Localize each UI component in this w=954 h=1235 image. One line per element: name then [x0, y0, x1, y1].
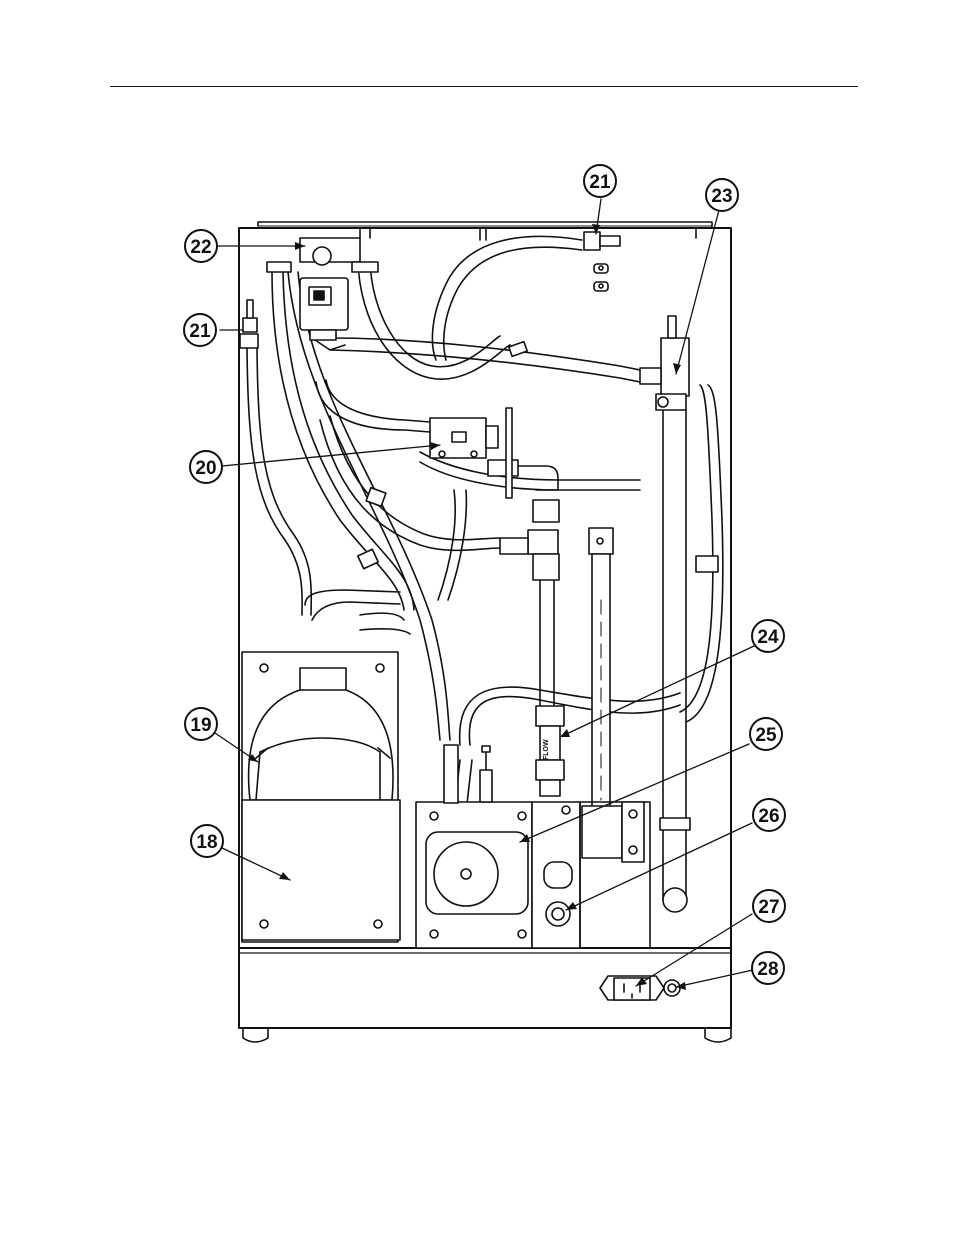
callout-26: 26: [753, 799, 785, 831]
flow-meter-bracket: [589, 528, 613, 810]
callout-27-label: 27: [758, 897, 779, 918]
callout-26-label: 26: [758, 806, 779, 827]
callout-20: 20: [190, 451, 222, 483]
reservoir-18: [242, 800, 400, 940]
callout-18: 18: [191, 825, 223, 857]
tee-fitting: [500, 500, 559, 580]
callout-24-label: 24: [757, 627, 779, 648]
callout-19-label: 19: [190, 715, 211, 736]
callout-22-label: 22: [190, 237, 211, 258]
manifold-23: [640, 316, 689, 410]
flow-label: FLOW: [543, 739, 550, 760]
fitting-21-top: [584, 232, 620, 291]
callout-25-label: 25: [755, 725, 777, 746]
flow-indicator-24: FLOW: [536, 706, 564, 796]
right-foot: [705, 1028, 731, 1042]
callout-21-top: 21: [584, 165, 616, 197]
valve-20: [430, 408, 558, 498]
callout-21-left: 21: [184, 314, 216, 346]
power-inlet-27: [600, 976, 664, 1000]
callout-22: 22: [185, 230, 217, 262]
callout-23-label: 23: [711, 186, 732, 207]
callout-28-label: 28: [757, 959, 778, 980]
left-foot: [243, 1028, 268, 1042]
callout-21-left-label: 21: [189, 321, 211, 342]
callout-27: 27: [753, 890, 785, 922]
callout-21-top-label: 21: [589, 172, 611, 193]
callout-18-label: 18: [196, 832, 217, 853]
callout-19: 19: [185, 708, 217, 740]
center-panel: [532, 802, 650, 948]
callout-28: 28: [752, 952, 784, 984]
switch-28: [664, 980, 680, 996]
callout-24: 24: [752, 620, 784, 652]
callout-20-label: 20: [195, 458, 216, 479]
pump-25: [416, 745, 532, 948]
callout-25: 25: [750, 718, 782, 750]
callout-23: 23: [706, 179, 738, 211]
fitting-21-left: [240, 300, 258, 348]
flask-assembly: [242, 652, 400, 942]
